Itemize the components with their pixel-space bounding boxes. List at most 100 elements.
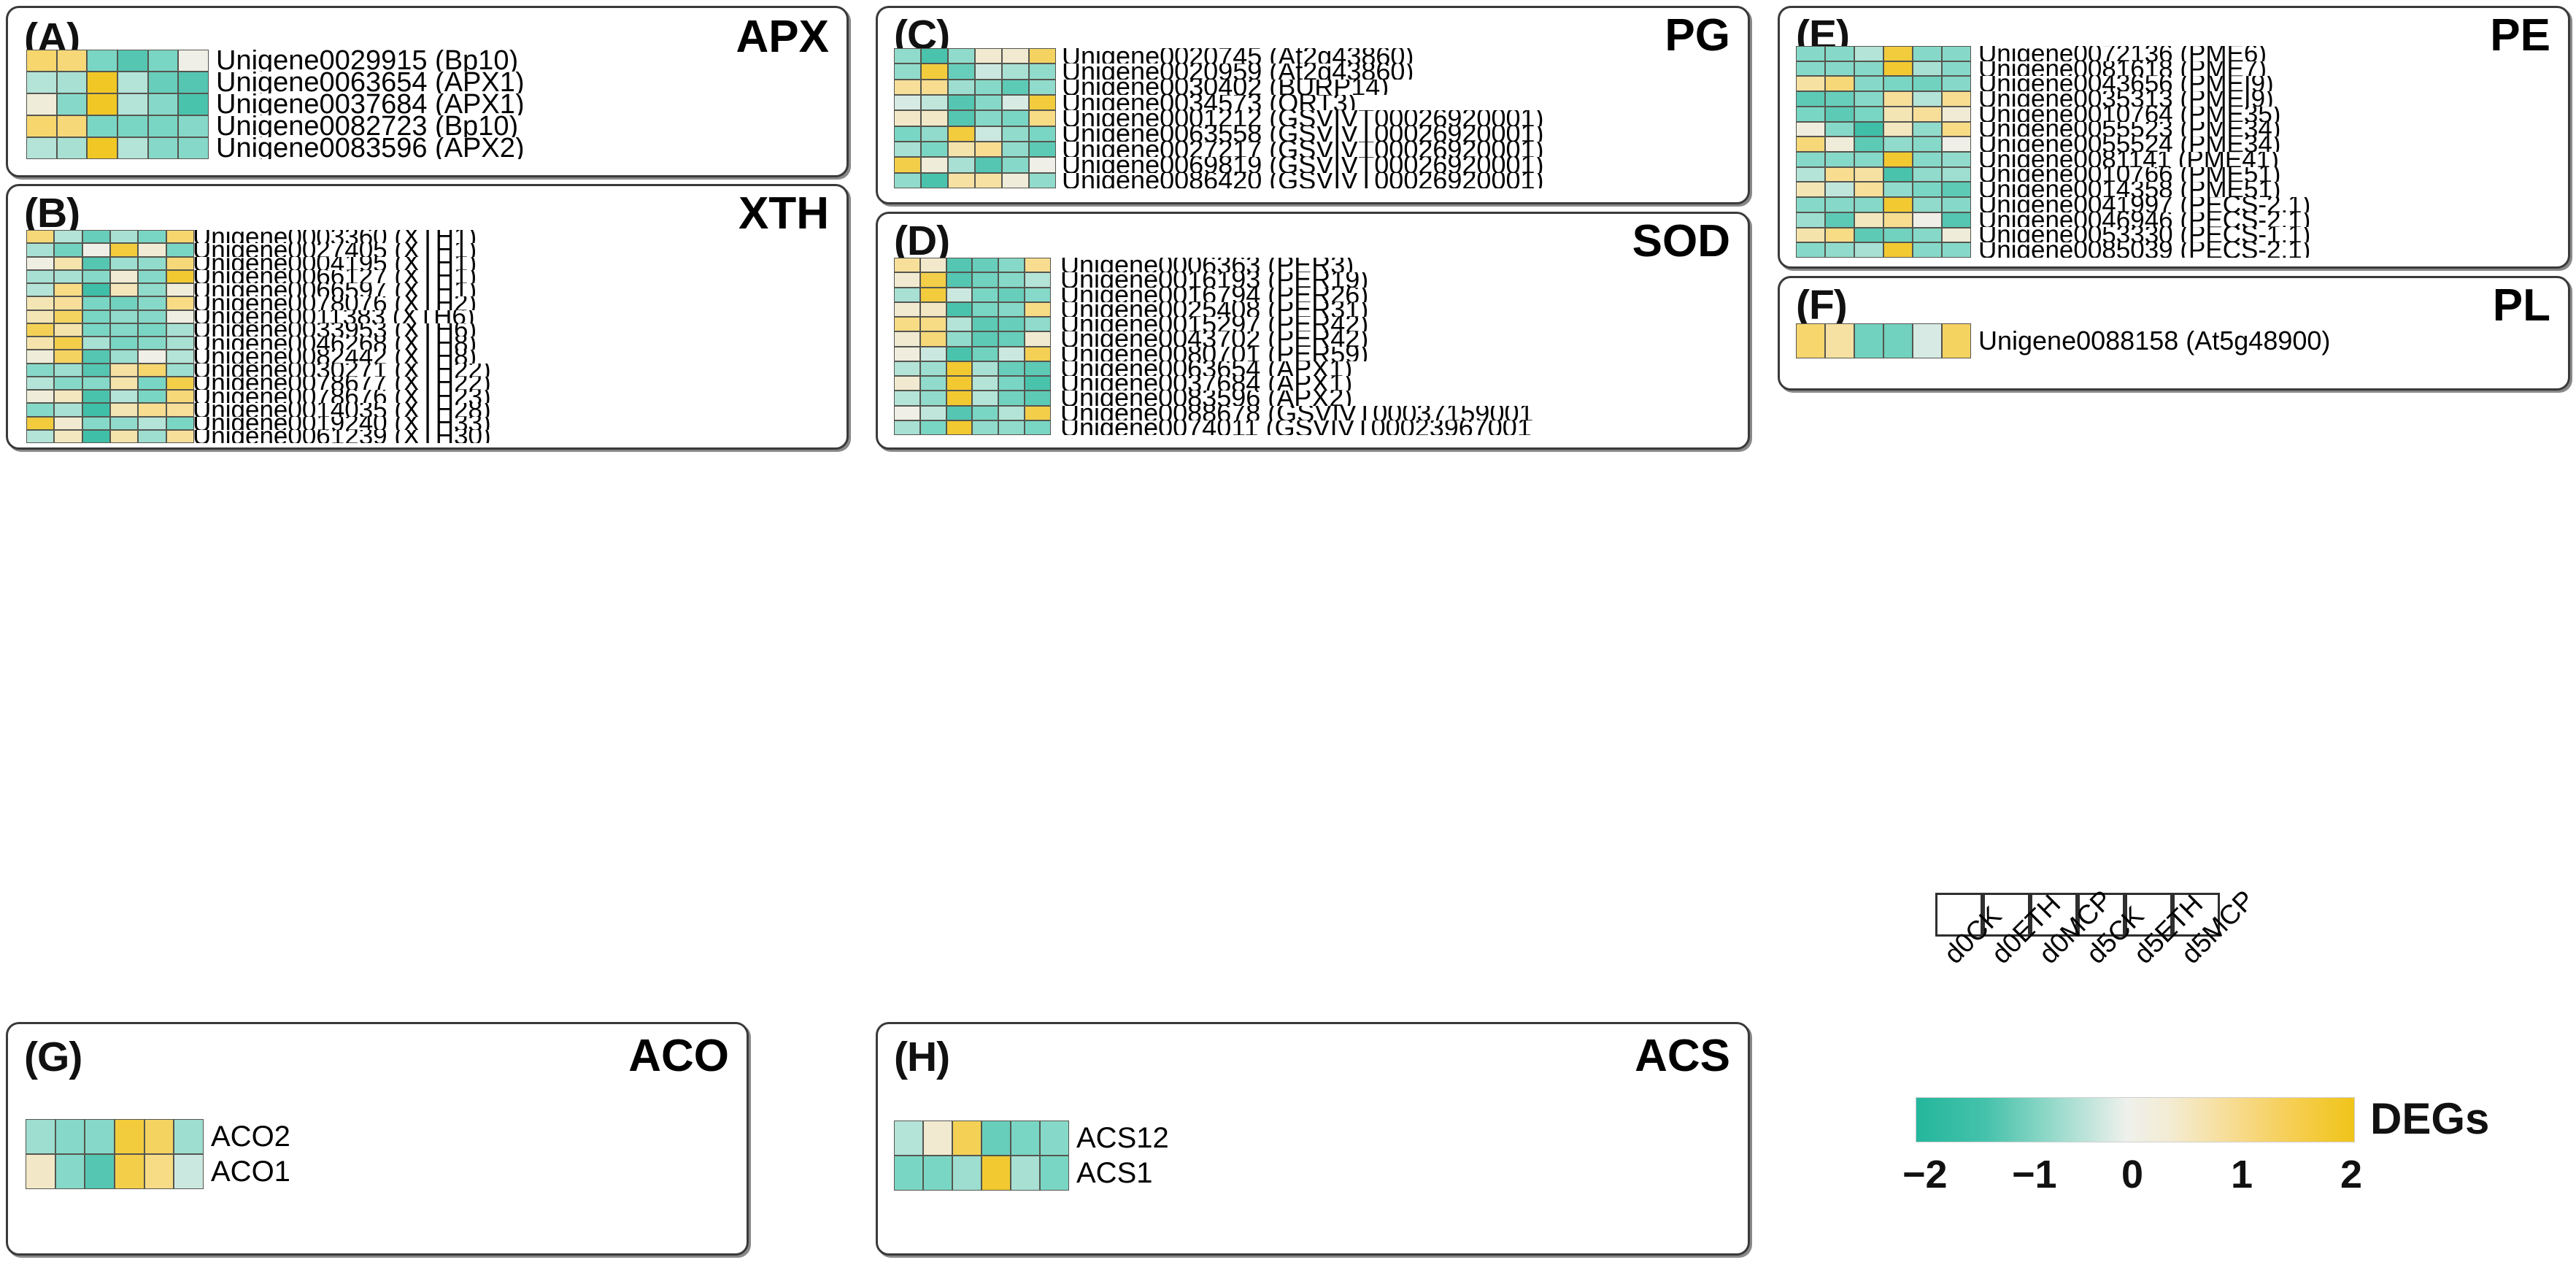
heatmap-cell xyxy=(147,115,179,137)
colorbar-tick: 2 xyxy=(2340,1153,2363,1196)
heatmap-cell xyxy=(894,420,920,435)
heatmap-cell xyxy=(975,142,1002,158)
heatmap-cell xyxy=(894,405,920,420)
heatmap-cell xyxy=(919,301,946,317)
panel-title-pe: PE xyxy=(2490,10,2550,61)
heatmap-cell xyxy=(138,416,166,430)
row-label: Unigene0010766 (PME51) xyxy=(1978,166,2281,182)
heatmap-cell xyxy=(1913,242,1942,258)
heatmap-cell xyxy=(894,95,921,111)
heatmap-cell xyxy=(1913,61,1942,77)
heatmap-cell xyxy=(1913,197,1942,212)
heatmap-cell xyxy=(87,93,117,115)
heatmap-cell xyxy=(1913,121,1942,137)
heatmap-cell xyxy=(998,405,1025,420)
heatmap-cell xyxy=(138,376,166,390)
heatmap-cell xyxy=(919,376,946,391)
heatmap-cell xyxy=(138,390,166,404)
heatmap-cell xyxy=(54,390,82,404)
heatmap-cell xyxy=(166,323,194,337)
heatmap-cell xyxy=(1796,137,1825,152)
heatmap-cell xyxy=(54,376,82,390)
heatmap-cell xyxy=(946,346,973,361)
heatmap-cell xyxy=(1002,79,1029,95)
heatmap-cell xyxy=(921,79,948,95)
heatmap-cell xyxy=(998,376,1025,391)
row-label: ACS1 xyxy=(1076,1157,1153,1189)
heatmap-cell xyxy=(138,243,166,257)
panel-title-apx: APX xyxy=(736,12,829,62)
column-key-cell xyxy=(1935,893,1983,937)
heatmap-cell xyxy=(26,137,57,159)
colorbar-gradient xyxy=(1916,1097,2355,1142)
heatmap-cell xyxy=(921,157,948,173)
heatmap-cell xyxy=(26,283,55,297)
heatmap-cell xyxy=(998,287,1025,302)
heatmap-cell xyxy=(952,1121,982,1156)
heatmap-cell xyxy=(946,361,973,376)
heatmap-cell xyxy=(87,50,117,72)
row-label: Unigene0016794 (PER26) xyxy=(1060,288,1702,302)
row-label: Unigene0083596 (APX2) xyxy=(216,137,525,159)
heatmap-cell xyxy=(166,243,194,257)
heatmap-cell xyxy=(56,137,88,159)
colorbar-tick: −1 xyxy=(2012,1153,2057,1196)
heatmap-pg xyxy=(894,48,1056,188)
heatmap-cell xyxy=(1883,182,1913,198)
row-label: Unigene0037684 (APX1) xyxy=(216,93,525,115)
heatmap-cell xyxy=(174,1154,204,1189)
heatmap-cell xyxy=(972,391,999,406)
heatmap-cell xyxy=(1854,76,1883,92)
heatmap-cell xyxy=(54,243,82,257)
heatmap-cell xyxy=(1796,106,1825,122)
heatmap-cell xyxy=(109,429,139,443)
heatmap-cell xyxy=(921,95,948,111)
heatmap-cell xyxy=(921,64,948,80)
panel-title-pl: PL xyxy=(2492,280,2550,331)
heatmap-cell xyxy=(1883,212,1913,228)
heatmap-cell xyxy=(147,137,179,159)
heatmap-cell xyxy=(26,269,55,283)
heatmap-cell xyxy=(948,142,975,158)
heatmap-cell xyxy=(109,416,139,430)
heatmap-cell xyxy=(975,157,1002,173)
heatmap-cell xyxy=(998,331,1025,347)
heatmap-cell xyxy=(1029,79,1056,95)
heatmap-cell xyxy=(1796,61,1825,77)
heatmap-cell xyxy=(946,331,973,347)
heatmap-cell xyxy=(1854,227,1883,243)
row-label: ACO2 xyxy=(211,1121,290,1153)
panel-title-sod: SOD xyxy=(1632,216,1730,266)
heatmap-cell xyxy=(998,301,1025,317)
heatmap-cell xyxy=(147,93,179,115)
heatmap-cell xyxy=(54,296,82,310)
heatmap-cell xyxy=(85,1119,115,1154)
heatmap-cell xyxy=(1883,91,1913,107)
heatmap-cell xyxy=(946,317,973,332)
heatmap-cell xyxy=(115,1119,144,1154)
heatmap-cell xyxy=(1913,106,1942,122)
heatmap-cell xyxy=(1011,1156,1040,1191)
heatmap-cell xyxy=(1883,61,1913,77)
heatmap-cell xyxy=(56,72,88,93)
heatmap-cell xyxy=(972,420,999,435)
heatmap-cell xyxy=(894,258,920,273)
panel-xth: (B) XTH Unigene0003360 (XTH1)Unigene0027… xyxy=(6,184,849,450)
heatmap-cell xyxy=(1942,106,1971,122)
heatmap-cell xyxy=(82,283,110,297)
row-label: Unigene0014035 (XTH28) xyxy=(193,403,835,416)
heatmap-cell xyxy=(55,1154,85,1189)
heatmap-cell xyxy=(82,337,110,350)
heatmap-cell xyxy=(921,48,948,64)
heatmap-cell xyxy=(54,323,82,337)
row-label: Unigene0078076 (XTH2) xyxy=(193,296,835,310)
heatmap-cell xyxy=(26,337,55,350)
heatmap-cell xyxy=(919,405,946,420)
row-label: Unigene0072136 (PME6) xyxy=(1978,46,2267,61)
heatmap-cell xyxy=(26,1119,55,1154)
heatmap-cell xyxy=(921,110,948,126)
heatmap-cell xyxy=(138,269,166,283)
heatmap-cell xyxy=(919,420,946,435)
heatmap-cell xyxy=(948,79,975,95)
